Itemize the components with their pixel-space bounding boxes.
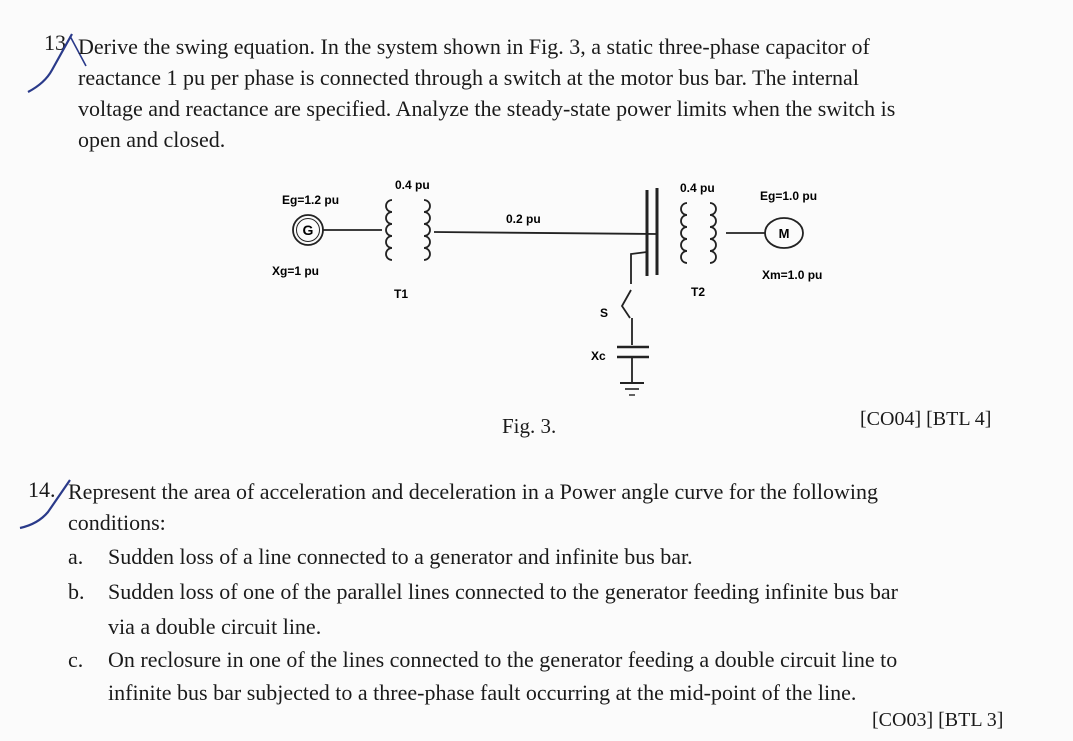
gen-reactance-label: Xg=1 pu <box>272 264 319 278</box>
question-14-line: Represent the area of acceleration and d… <box>68 479 878 504</box>
question-14-line: conditions: <box>68 510 166 535</box>
motor-emf-label: Eg=1.0 pu <box>760 189 817 203</box>
t2-primary-coil <box>680 202 688 264</box>
list-item-letter: c. <box>68 647 84 672</box>
generator-letter: G <box>303 222 314 238</box>
question-13-number: 13 <box>44 30 66 55</box>
t2-secondary-coil <box>709 202 717 264</box>
figure-caption: Fig. 3. <box>502 414 557 438</box>
question-13-line: reactance 1 pu per phase is connected th… <box>78 65 859 90</box>
t1-reactance-label: 0.4 pu <box>395 178 430 192</box>
question-14-number: 14. <box>28 477 56 502</box>
pen-mark-icon <box>19 479 71 530</box>
list-item-line: On reclosure in one of the lines connect… <box>108 647 898 672</box>
question-13-line: open and closed. <box>78 127 226 152</box>
question-14-text: Represent the area of acceleration and d… <box>68 476 878 538</box>
capacitor-label: Xc <box>591 349 606 363</box>
switch-label: S <box>600 306 608 320</box>
motor-letter: M <box>779 226 790 241</box>
motor-symbol <box>764 217 804 249</box>
list-item-line: infinite bus bar subjected to a three-ph… <box>108 680 857 705</box>
switch-connection <box>630 251 648 284</box>
line-reactance-label: 0.2 pu <box>506 212 541 226</box>
t1-primary-coil <box>385 199 393 261</box>
motor-reactance-label: Xm=1.0 pu <box>762 268 822 282</box>
t2-label: T2 <box>691 285 705 299</box>
t1-label: T1 <box>394 287 408 301</box>
switch-blade <box>620 289 632 319</box>
question-13-line: Derive the swing equation. In the system… <box>78 34 870 59</box>
list-item: b. Sudden loss of one of the parallel li… <box>68 576 1058 642</box>
question-13-line: voltage and reactance are specified. Ana… <box>78 96 896 121</box>
question-13-text: Derive the swing equation. In the system… <box>78 31 895 155</box>
list-item: c. On reclosure in one of the lines conn… <box>68 644 1058 710</box>
list-item-letter: b. <box>68 579 85 604</box>
list-item-line: via a double circuit line. <box>108 614 322 639</box>
list-item-letter: a. <box>68 544 84 569</box>
gen-emf-label: Eg=1.2 pu <box>282 193 339 207</box>
list-item: a. Sudden loss of a line connected to a … <box>68 541 1058 572</box>
pen-mark-icon <box>27 33 87 93</box>
question-14-tags: [CO03] [BTL 3] <box>872 709 1004 731</box>
question-13-tags: [CO04] [BTL 4] <box>860 408 992 430</box>
t2-reactance-label: 0.4 pu <box>680 181 715 195</box>
list-item-line: Sudden loss of a line connected to a gen… <box>108 544 693 569</box>
list-item-line: Sudden loss of one of the parallel lines… <box>108 579 898 604</box>
t1-secondary-coil <box>423 199 431 261</box>
